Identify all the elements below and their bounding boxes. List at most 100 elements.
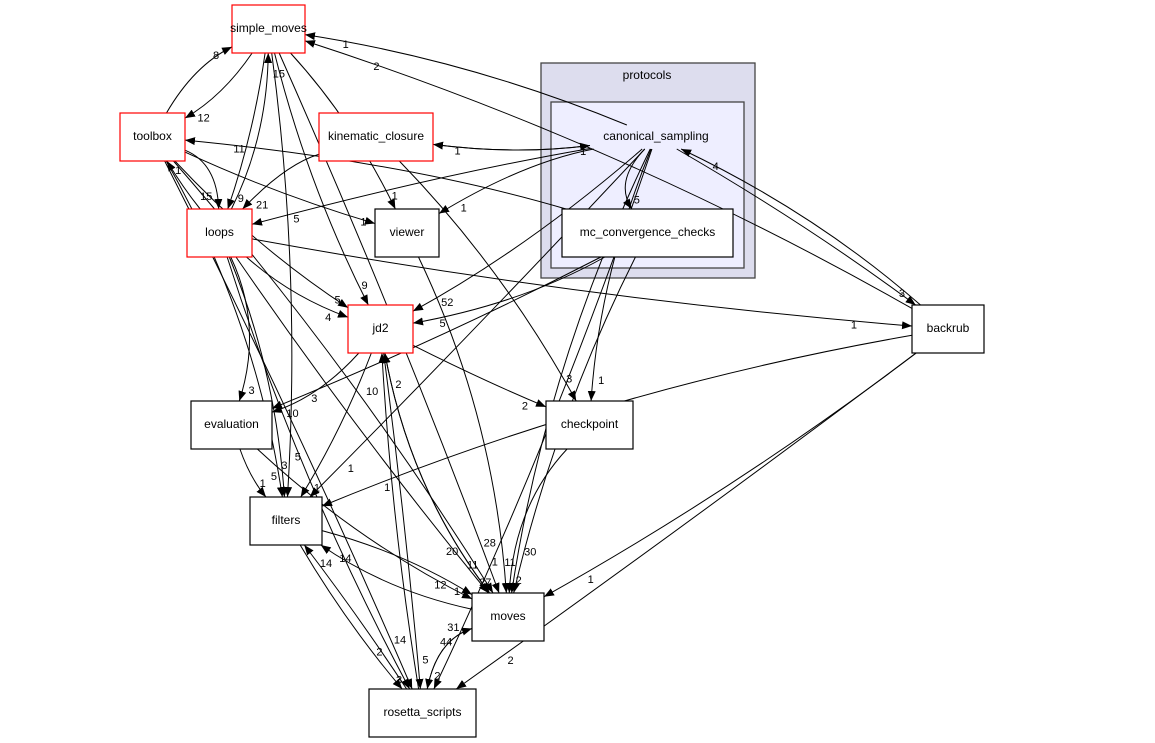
node-toolbox[interactable]: toolbox bbox=[119, 112, 186, 162]
edge-count-label[interactable]: 27 bbox=[479, 577, 491, 589]
edge-count-label[interactable]: 1 bbox=[851, 319, 857, 331]
edge-count-label[interactable]: 1 bbox=[598, 375, 604, 387]
edge-count-label[interactable]: 2 bbox=[522, 400, 528, 412]
edge-count-label[interactable]: 9 bbox=[361, 280, 367, 292]
edge-count-label[interactable]: 1 bbox=[343, 39, 349, 51]
node-simple-moves[interactable]: simple_moves bbox=[230, 4, 307, 54]
edge-count-label[interactable]: 1 bbox=[260, 478, 266, 490]
node-mc-convergence-checks[interactable]: mc_convergence_checks bbox=[561, 208, 734, 258]
edge-count-label[interactable]: 5 bbox=[295, 451, 301, 463]
edge-count-label[interactable]: 5 bbox=[422, 654, 428, 666]
edge-filters-to-rosetta_scripts bbox=[299, 544, 403, 690]
node-viewer[interactable]: viewer bbox=[374, 208, 440, 258]
edge-count-label[interactable]: 2 bbox=[507, 655, 513, 667]
node-backrub[interactable]: backrub bbox=[911, 304, 985, 354]
edge-count-label[interactable]: 3 bbox=[281, 460, 287, 472]
node-filters[interactable]: filters bbox=[249, 496, 323, 546]
edge-count-label[interactable]: 1 bbox=[492, 557, 498, 569]
node-moves[interactable]: moves bbox=[471, 592, 545, 642]
edge-count-label[interactable]: 2 bbox=[373, 61, 379, 73]
edge-count-label[interactable]: 44 bbox=[440, 636, 452, 648]
edge-count-label[interactable]: 11 bbox=[233, 144, 244, 156]
edge-count-label[interactable]: 15 bbox=[273, 69, 285, 81]
edge-count-label[interactable]: 30 bbox=[524, 547, 536, 559]
node-evaluation[interactable]: evaluation bbox=[190, 400, 273, 450]
edge-count-label[interactable]: 3 bbox=[249, 385, 255, 397]
edge-count-label[interactable]: 5 bbox=[271, 471, 277, 483]
edge-count-label[interactable]: 1 bbox=[588, 574, 594, 586]
edge-count-label[interactable]: 21 bbox=[256, 199, 268, 211]
edge-count-label[interactable]: 1 bbox=[384, 482, 390, 494]
edge-count-label[interactable]: 4 bbox=[325, 312, 331, 324]
edge-count-label[interactable]: 2 bbox=[516, 575, 522, 587]
edge-count-label[interactable]: 1 bbox=[392, 191, 398, 203]
edge-count-label[interactable]: 8 bbox=[213, 50, 219, 62]
node-box bbox=[190, 400, 273, 450]
edge-backrub-to-canonical_sampling bbox=[680, 148, 921, 306]
node-rosetta-scripts[interactable]: rosetta_scripts bbox=[368, 688, 477, 738]
node-kinematic-closure[interactable]: kinematic_closure bbox=[318, 112, 434, 162]
edge-count-label[interactable]: 14 bbox=[394, 634, 406, 646]
edge-count-label[interactable]: 14 bbox=[320, 558, 332, 570]
edge-simple_moves-to-loops bbox=[227, 52, 266, 210]
edge-count-label[interactable]: 5 bbox=[440, 318, 446, 330]
edge-count-label[interactable]: 1 bbox=[580, 146, 586, 158]
edge-count-label[interactable]: 2 bbox=[395, 379, 401, 391]
edge-count-label[interactable]: 1 bbox=[360, 217, 366, 229]
edge-count-label[interactable]: 14 bbox=[339, 553, 351, 565]
edge-filters-to-moves bbox=[321, 530, 473, 596]
edge-toolbox-to-filters bbox=[165, 160, 285, 498]
edge-count-label[interactable]: 2 bbox=[376, 646, 382, 658]
edge-moves-to-filters bbox=[320, 544, 473, 610]
edge-count-label[interactable]: 1 bbox=[454, 586, 460, 598]
edge-count-label[interactable]: 10 bbox=[286, 408, 298, 420]
edge-count-label[interactable]: 10 bbox=[366, 386, 378, 398]
edge-count-label[interactable]: 2 bbox=[434, 671, 440, 683]
node-box bbox=[347, 304, 414, 354]
edge-count-label[interactable]: 5 bbox=[293, 214, 299, 226]
edge-count-label[interactable]: 5 bbox=[634, 194, 640, 206]
edge-count-label[interactable]: 1 bbox=[348, 463, 354, 475]
edge-canonical_sampling-to-checkpoint bbox=[587, 148, 652, 402]
edge-count-label[interactable]: 28 bbox=[484, 537, 496, 549]
node-jd2[interactable]: jd2 bbox=[347, 304, 414, 354]
edge-loops-to-toolbox bbox=[166, 160, 201, 210]
edge-count-label[interactable]: 3 bbox=[311, 393, 317, 405]
edge-kinematic_closure-to-checkpoint bbox=[398, 160, 577, 402]
edge-mc_convergence_checks-to-jd2 bbox=[412, 256, 606, 326]
edge-count-label[interactable]: 12 bbox=[197, 113, 209, 125]
node-box bbox=[561, 208, 734, 258]
edge-count-label[interactable]: 1 bbox=[461, 203, 467, 215]
edge-viewer-to-moves bbox=[418, 256, 510, 594]
edge-count-label[interactable]: 3 bbox=[899, 288, 905, 300]
edge-count-label[interactable]: 5 bbox=[335, 294, 341, 306]
edge-count-label[interactable]: 15 bbox=[200, 191, 212, 203]
edge-count-label[interactable]: 11 bbox=[467, 559, 478, 571]
node-box bbox=[368, 688, 477, 738]
node-box bbox=[186, 208, 253, 258]
edge-count-label[interactable]: 11 bbox=[504, 557, 515, 569]
edge-count-label[interactable]: 12 bbox=[434, 579, 446, 591]
edge-canonical_sampling-to-kinematic_closure bbox=[432, 141, 591, 151]
edge-loops-to-evaluation bbox=[230, 256, 250, 402]
edge-backrub-to-simple_moves bbox=[304, 40, 913, 309]
edge-count-label[interactable]: 20 bbox=[446, 546, 458, 558]
node-box bbox=[249, 496, 323, 546]
edge-count-label[interactable]: 3 bbox=[396, 675, 402, 687]
edge-count-label[interactable]: 3 bbox=[566, 373, 572, 385]
node-label: mc_convergence_checks bbox=[580, 225, 715, 239]
node-loops[interactable]: loops bbox=[186, 208, 253, 258]
edge-count-label[interactable]: 52 bbox=[441, 297, 453, 309]
edge-count-label[interactable]: 9 bbox=[238, 193, 244, 205]
edge-backrub-to-rosetta_scripts bbox=[455, 352, 917, 690]
edge-count-label[interactable]: 4 bbox=[713, 161, 719, 173]
edge-count-label[interactable]: 1 bbox=[314, 482, 320, 494]
edge-count-label[interactable]: 31 bbox=[447, 622, 459, 634]
edge-rosetta_scripts-to-jd2 bbox=[378, 352, 420, 690]
edge-count-label[interactable]: 1 bbox=[455, 145, 461, 157]
edge-canonical_sampling-to-filters bbox=[309, 148, 646, 498]
node-checkpoint[interactable]: checkpoint bbox=[545, 400, 634, 450]
edge-count-label[interactable]: 1 bbox=[175, 165, 181, 177]
edge-toolbox-to-viewer bbox=[184, 151, 376, 225]
